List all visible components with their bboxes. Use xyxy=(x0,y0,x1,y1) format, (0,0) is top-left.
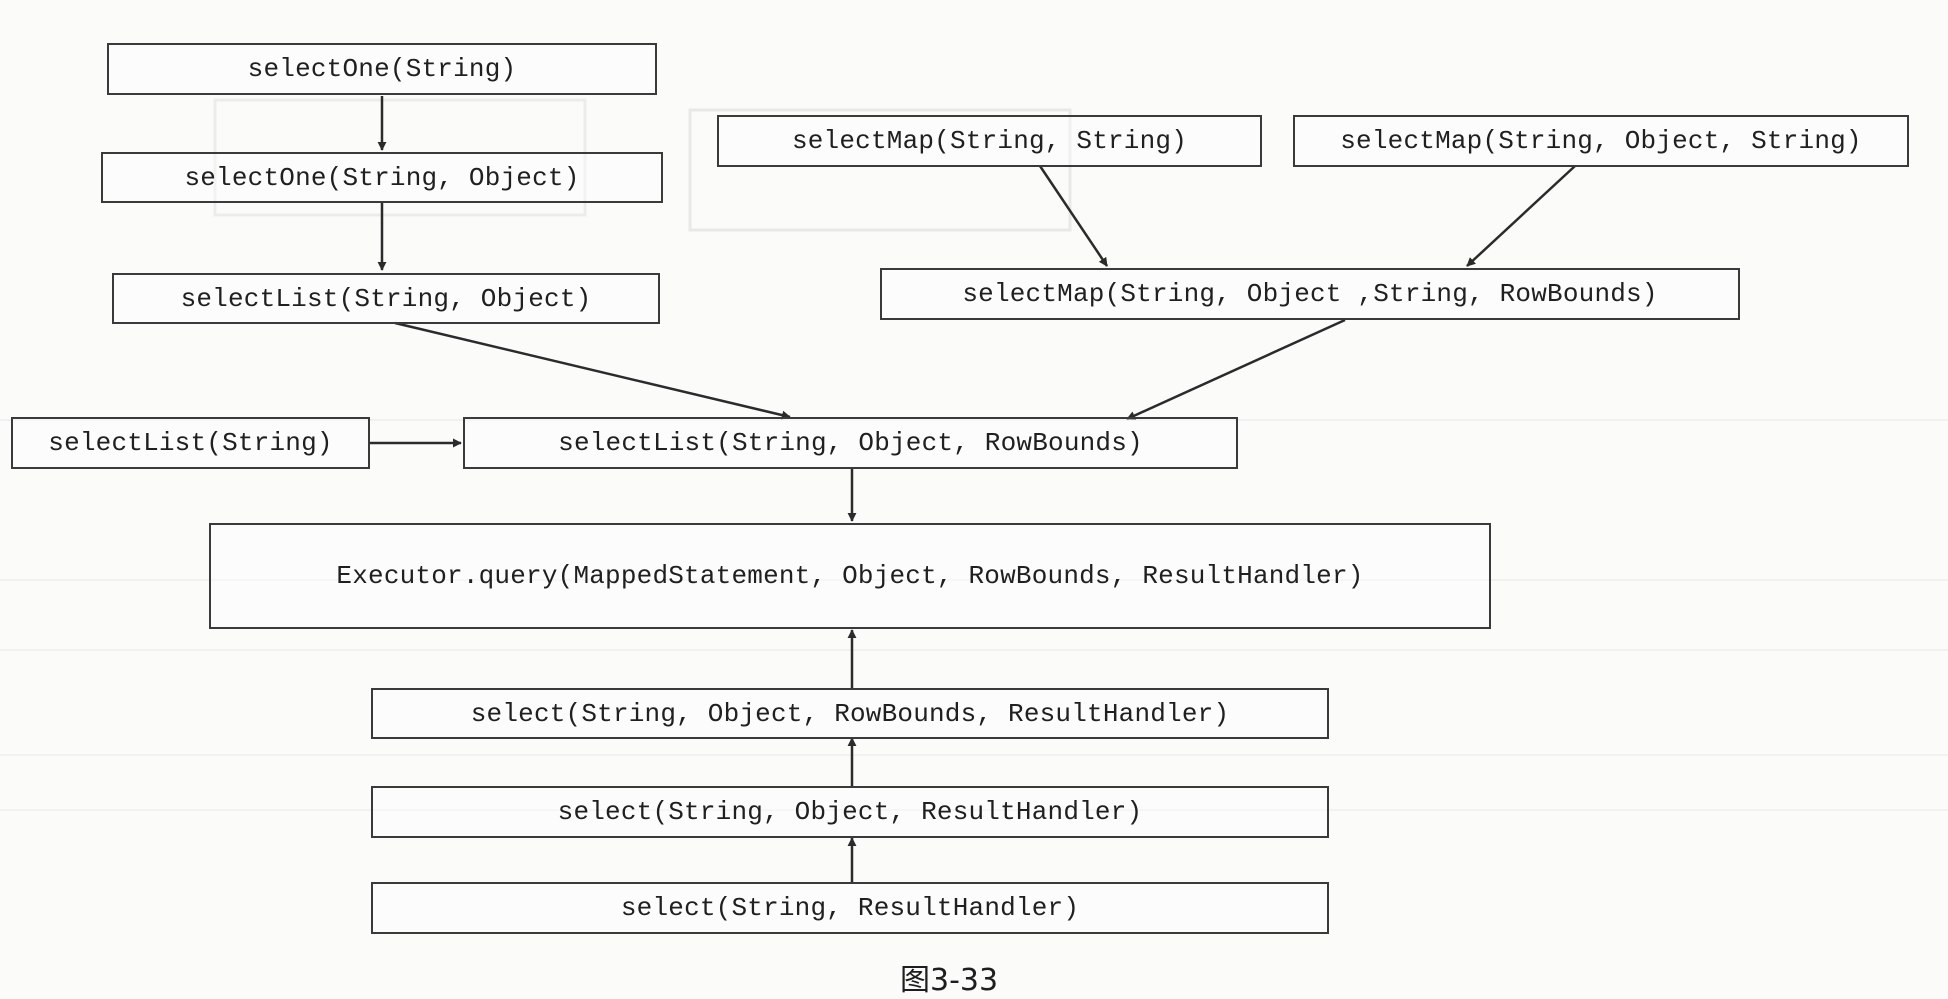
figure-caption: 图3-33 xyxy=(900,963,999,998)
node-executor-query: Executor.query(MappedStatement, Object, … xyxy=(209,523,1491,629)
node-selectlist-string-object: selectList(String, Object) xyxy=(112,273,660,324)
node-selectlist-string-object-rowbounds: selectList(String, Object, RowBounds) xyxy=(463,417,1238,469)
node-selectmap-string-object-string-rowbounds: selectMap(String, Object ,String, RowBou… xyxy=(880,268,1740,320)
node-selectmap-string-object-string: selectMap(String, Object, String) xyxy=(1293,115,1909,167)
node-selectmap-string-string: selectMap(String, String) xyxy=(717,115,1262,167)
node-select-string-object-resulthandler: select(String, Object, ResultHandler) xyxy=(371,786,1329,838)
node-selectlist-string: selectList(String) xyxy=(11,417,370,469)
edge-selectmap3-selectmap4 xyxy=(1466,165,1576,267)
node-select-string-object-rowbounds-resulthandler: select(String, Object, RowBounds, Result… xyxy=(371,688,1329,739)
node-select-string-resulthandler: select(String, ResultHandler) xyxy=(371,882,1329,934)
node-selectone-string: selectOne(String) xyxy=(107,43,657,95)
edge-selectmap4-selectlist3 xyxy=(1126,318,1346,421)
node-selectone-string-object: selectOne(String, Object) xyxy=(101,152,663,203)
edge-selectmap2-selectmap4 xyxy=(1038,165,1109,267)
edge-selectlist2-selectlist3 xyxy=(394,321,791,420)
